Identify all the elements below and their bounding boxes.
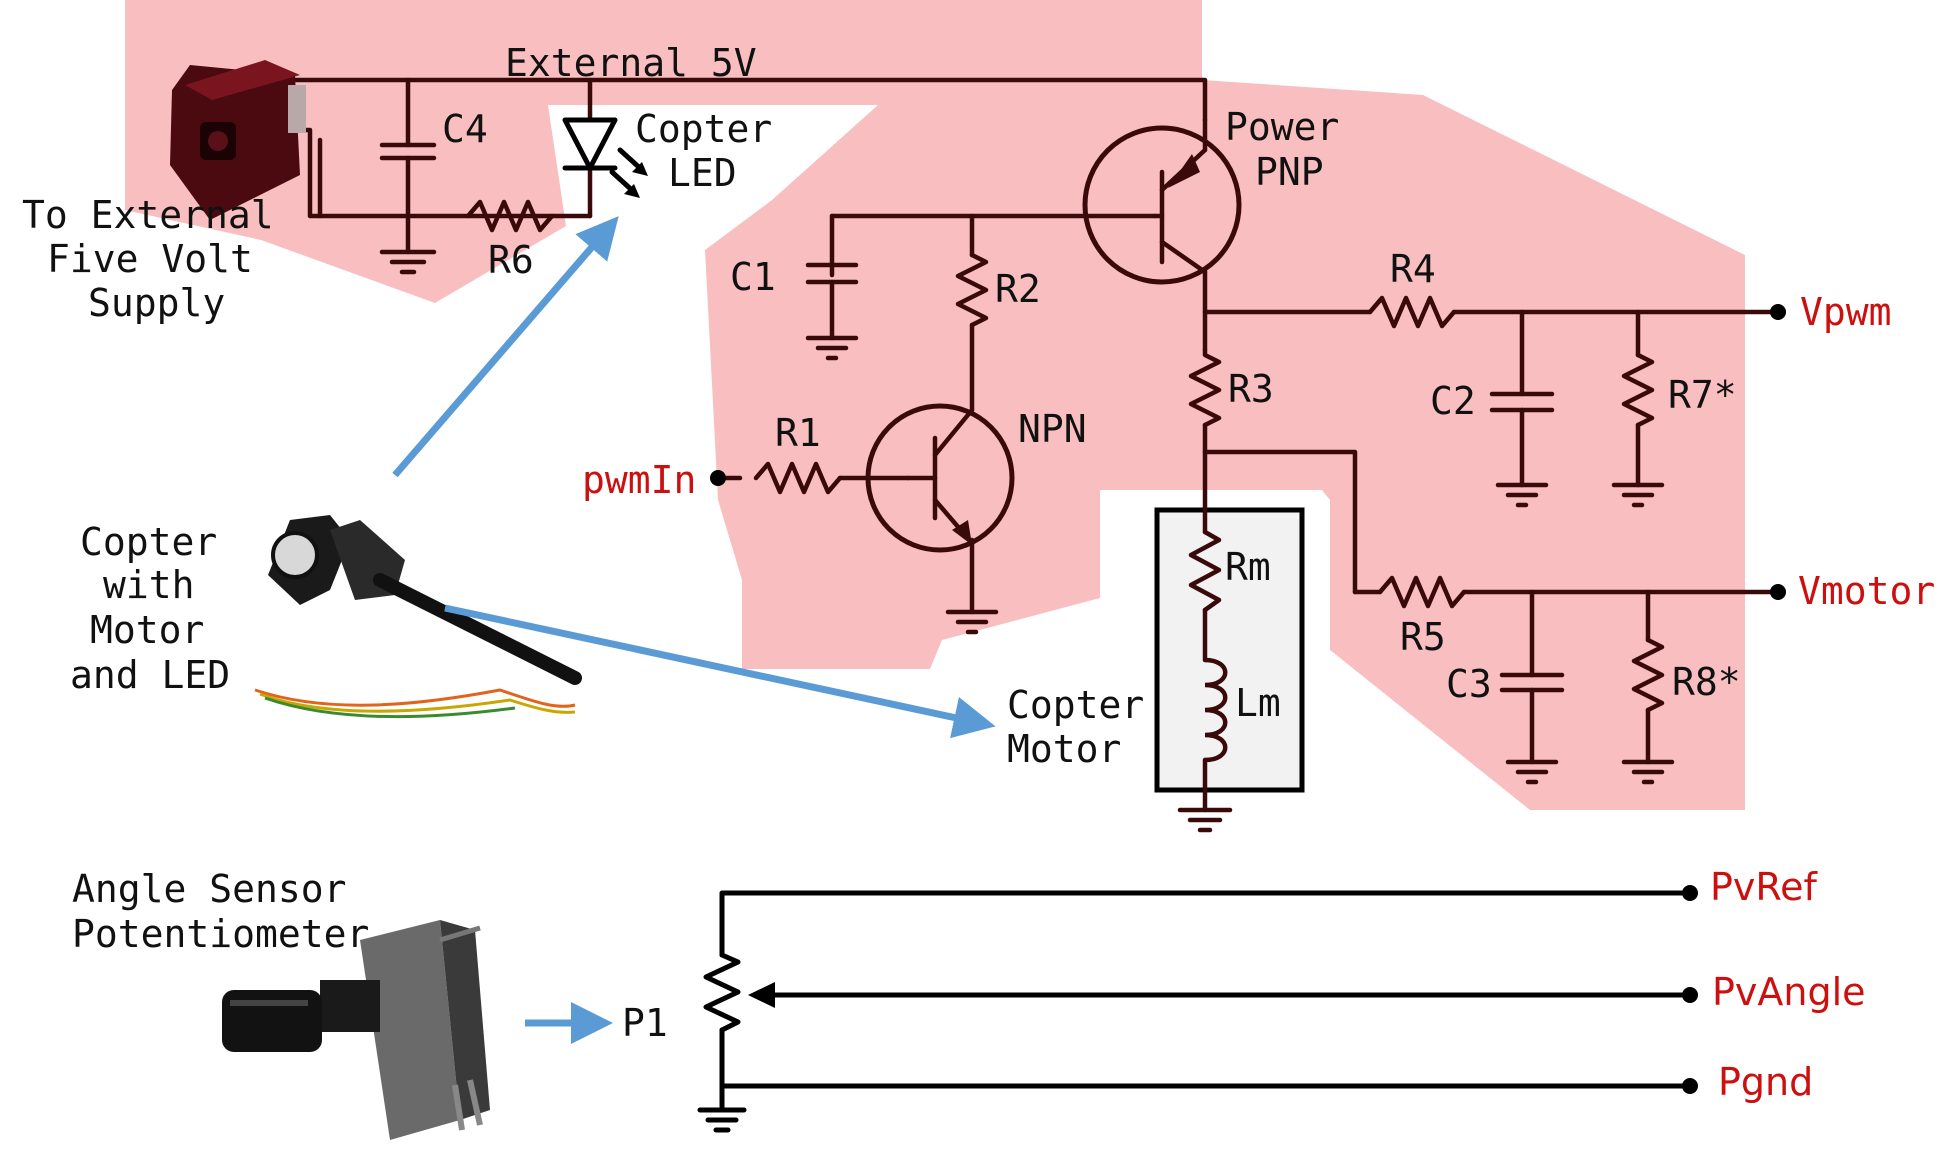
r6-label: R6 bbox=[488, 238, 534, 282]
copter-with-label-line2: with bbox=[103, 563, 195, 607]
copter-led-label-line2: LED bbox=[668, 151, 737, 195]
lm-label: Lm bbox=[1235, 681, 1281, 725]
copter-with-label-line4: and LED bbox=[70, 653, 230, 697]
pwmin-signal-label: pwmIn bbox=[582, 458, 696, 502]
r3-label: R3 bbox=[1228, 367, 1274, 411]
c1-label: C1 bbox=[730, 255, 776, 299]
potentiometer-photo bbox=[222, 920, 490, 1140]
npn-label: NPN bbox=[1018, 407, 1087, 451]
power-pnp-label-line2: PNP bbox=[1255, 150, 1324, 194]
c3-label: C3 bbox=[1446, 662, 1492, 706]
copter-with-label-line3: Motor bbox=[90, 608, 204, 652]
annotation-arrows bbox=[392, 216, 996, 1044]
to-external-label-line1: To External bbox=[22, 193, 274, 237]
power-pnp-label-line1: Power bbox=[1225, 105, 1339, 149]
r2-label: R2 bbox=[995, 267, 1041, 311]
signal-terminals bbox=[710, 304, 1786, 600]
dc-jack-icon bbox=[170, 60, 306, 220]
pgnd-signal-label: Pgnd bbox=[1718, 1060, 1813, 1104]
supply-wiring bbox=[292, 77, 1208, 275]
to-external-label-line3: Supply bbox=[88, 281, 225, 325]
r1-label: R1 bbox=[775, 411, 821, 455]
to-external-label-line2: Five Volt bbox=[47, 237, 253, 281]
vpwm-signal-label: Vpwm bbox=[1800, 290, 1892, 334]
c2-label: C2 bbox=[1430, 379, 1476, 423]
pvangle-signal-label: PvAngle bbox=[1712, 970, 1866, 1014]
output-filter-wiring bbox=[1188, 269, 1781, 785]
copter-motor-label-line1: Copter bbox=[1007, 683, 1144, 727]
angle-sensor-label-line2: Potentiometer bbox=[72, 912, 369, 956]
copter-motor-label-line2: Motor bbox=[1007, 727, 1121, 771]
copter-photo bbox=[254, 515, 582, 718]
copter-led-label-line1: Copter bbox=[635, 107, 772, 151]
driver-wiring bbox=[715, 213, 1158, 635]
angle-sensor-label-line1: Angle Sensor bbox=[72, 867, 347, 911]
motor-box bbox=[1154, 507, 1305, 793]
vmotor-signal-label: Vmotor bbox=[1798, 569, 1935, 613]
c4-label: C4 bbox=[442, 107, 488, 151]
p1-label: P1 bbox=[622, 1001, 668, 1045]
copter-led-icon bbox=[562, 117, 648, 198]
copter-with-label-line1: Copter bbox=[80, 520, 217, 564]
motor-internals bbox=[1177, 449, 1233, 833]
rm-label: Rm bbox=[1225, 545, 1271, 589]
potentiometer-wiring bbox=[697, 885, 1698, 1133]
r4-label: R4 bbox=[1390, 247, 1436, 291]
r7-label: R7* bbox=[1668, 373, 1737, 417]
r5-label: R5 bbox=[1400, 615, 1446, 659]
npn-transistor bbox=[865, 403, 1015, 553]
power-pnp-transistor bbox=[1082, 117, 1242, 285]
r8-label: R8* bbox=[1672, 660, 1741, 704]
pvref-signal-label: PvRef bbox=[1710, 865, 1818, 909]
external-5v-label: External 5V bbox=[505, 41, 757, 85]
